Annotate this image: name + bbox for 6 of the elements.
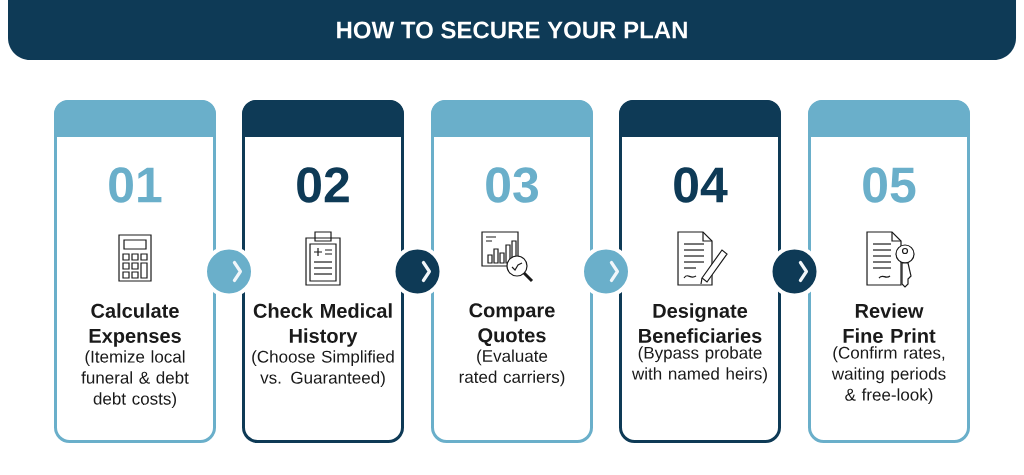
step-card: 03 Compare Quotes (Evaluate rated carriers) xyxy=(431,100,593,443)
step-card: 04 Designate Beneficiaries (Bypass probate with named heirs) xyxy=(619,100,781,443)
title-banner: HOW TO SECURE YOUR PLAN xyxy=(8,0,1016,60)
step-card: 05 Review Fine Print (Confirm rates, waiting periods & free-look) xyxy=(808,100,970,443)
step-card: 02 Check Medical History (Choose Simplified vs. Guaranteed) xyxy=(242,100,404,443)
step-card: 01 Calculate Expenses (Itemize local funeral & debt debt costs) xyxy=(54,100,216,443)
